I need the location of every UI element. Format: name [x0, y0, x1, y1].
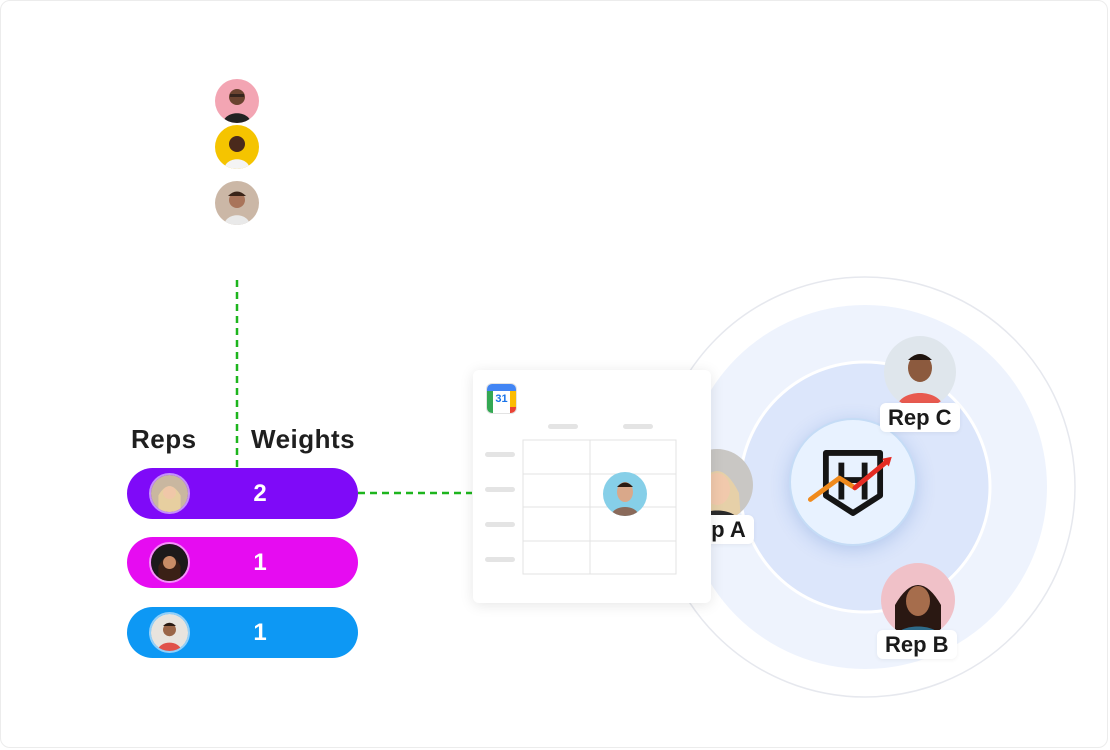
rep-c-avatar — [884, 336, 956, 408]
google-calendar-icon: 31 — [487, 384, 516, 413]
rep-avatar — [149, 542, 190, 583]
weights-header: Weights — [251, 424, 356, 454]
rep-b-avatar — [881, 563, 955, 637]
calendar-card: 31 — [473, 370, 711, 603]
rep-avatar — [149, 612, 190, 653]
rep-weight-row: 1 — [127, 607, 358, 658]
rep-b-label: Rep B — [877, 630, 957, 659]
calendar-icon-number: 31 — [495, 393, 508, 405]
lead-avatar-3 — [215, 181, 259, 225]
brand-logo-icon — [807, 450, 892, 516]
weight-value: 2 — [253, 480, 267, 507]
calendar-grid — [485, 424, 677, 575]
rep-avatar — [149, 473, 190, 514]
lead-avatar-1 — [215, 79, 259, 123]
weight-value: 1 — [253, 619, 267, 646]
rep-c-label: Rep C — [880, 403, 960, 432]
lead-avatar-2 — [215, 125, 259, 169]
weight-value: 1 — [253, 549, 267, 576]
rep-weight-row: 1 — [127, 537, 358, 588]
center-logo-badge — [789, 418, 917, 546]
reps-header: Reps — [131, 424, 197, 454]
rep-weight-row: 2 — [127, 468, 358, 519]
booked-meeting-avatar — [603, 472, 647, 516]
